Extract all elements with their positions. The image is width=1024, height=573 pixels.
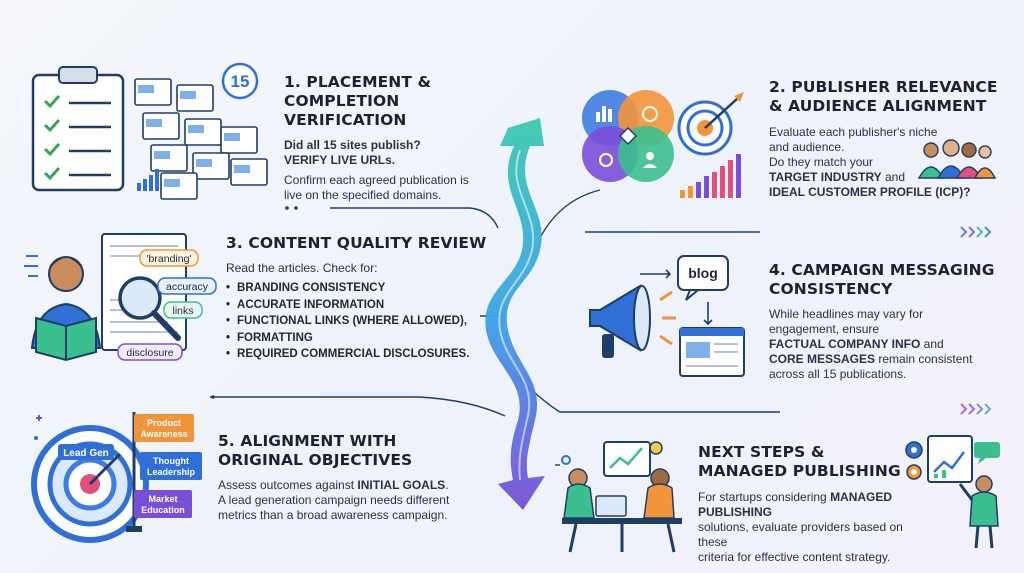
section-publisher: 2. PUBLISHER RELEVANCE & AUDIENCE ALIGNM… — [769, 78, 1019, 200]
checklist-item: BRANDING CONSISTENCY — [226, 280, 496, 297]
section-2-body-line2: and audience. — [769, 140, 845, 154]
section-4-title-line1: 4. CAMPAIGN MESSAGING — [769, 261, 995, 279]
section-2-body-line3: Do they match your — [769, 155, 874, 169]
flag-lead-gen: Lead Gen — [63, 448, 109, 459]
section-4-title-line2: CONSISTENCY — [769, 280, 893, 298]
target-flags-icon: Lead Gen Product Awareness Thought Leade… — [31, 412, 202, 543]
section-2-target-industry: TARGET INDUSTRY — [769, 170, 882, 184]
section-2-title-line1: 2. PUBLISHER RELEVANCE — [769, 78, 998, 96]
flag-product-1: Product — [147, 418, 181, 428]
flag-product-2: Awareness — [140, 429, 187, 439]
tag-links: links — [172, 305, 193, 317]
count-badge: 15 — [231, 72, 250, 91]
section-4-and: and — [920, 337, 944, 351]
section-4-body-line3: across all 15 publications. — [769, 367, 907, 381]
section-alignment: 5. ALIGNMENT WITH ORIGINAL OBJECTIVES As… — [218, 432, 488, 523]
megaphone-blog-icon: blog — [589, 255, 745, 377]
section-5-body-a: Assess outcomes against — [218, 478, 358, 492]
clipboard-icon: 15 — [31, 62, 268, 200]
section-5-initial-goals: INITIAL GOALS — [357, 478, 446, 492]
section-6-title-line1: NEXT STEPS & — [698, 443, 825, 461]
section-6-managed-publishing: MANAGED PUBLISHING — [698, 490, 893, 519]
quality-checklist: BRANDING CONSISTENCY ACCURATE INFORMATIO… — [226, 280, 496, 363]
section-4-core-messages: CORE MESSAGES — [769, 352, 876, 366]
flag-thought-1: Thought — [153, 456, 189, 466]
section-content-quality: 3. CONTENT QUALITY REVIEW Read the artic… — [226, 234, 496, 363]
section-5-body-c: . — [445, 478, 449, 492]
section-1-title-line1: 1. PLACEMENT & — [284, 73, 432, 91]
section-4-body-line2: engagement, ensure — [769, 322, 880, 336]
section-next-steps: NEXT STEPS & MANAGED PUBLISHING For star… — [698, 443, 928, 565]
section-5-body-line3: metrics than a broad awareness campaign. — [218, 508, 448, 522]
section-2-title-line2: & AUDIENCE ALIGNMENT — [769, 97, 987, 115]
checklist-item: FORMATTING — [226, 330, 496, 347]
section-1-verify: VERIFY LIVE URLs. — [284, 153, 396, 167]
blog-label: blog — [688, 265, 718, 281]
section-2-body-line1: Evaluate each publisher's niche — [769, 125, 938, 139]
presenter-gears-icon — [905, 435, 1000, 549]
venn-target-icon — [582, 90, 744, 198]
section-placement: 1. PLACEMENT & COMPLETION VERIFICATION D… — [284, 73, 524, 203]
section-1-question: Did all 15 sites publish? — [284, 138, 421, 152]
flag-market-2: Education — [141, 505, 185, 515]
connector-dots — [211, 206, 298, 399]
audience-people-icon — [917, 139, 997, 179]
tag-accuracy: accuracy — [166, 281, 209, 293]
section-4-factual-info: FACTUAL COMPANY INFO — [769, 337, 921, 351]
section-1-body-line1: Confirm each agreed publication is — [284, 173, 469, 187]
section-1-body-line2: live on the specified domains. — [284, 188, 442, 202]
section-2-and: and — [881, 170, 906, 184]
checklist-item: REQUIRED COMMERCIAL DISCLOSURES. — [226, 346, 496, 363]
section-4-tail: remain consistent — [875, 352, 973, 366]
team-desk-icon — [561, 441, 682, 553]
checklist-item: FUNCTIONAL LINKS (WHERE ALLOWED), — [226, 313, 496, 330]
tag-disclosure: disclosure — [126, 347, 173, 359]
section-1-title-line2: COMPLETION VERIFICATION — [284, 92, 407, 129]
section-3-title: 3. CONTENT QUALITY REVIEW — [226, 234, 487, 252]
flag-thought-2: Leadership — [147, 467, 196, 477]
section-6-body-a: For startups considering — [698, 490, 831, 504]
section-5-body-line2: A lead generation campaign needs differe… — [218, 493, 450, 507]
section-6-title-line2: MANAGED PUBLISHING — [698, 462, 901, 480]
checklist-item: ACCURATE INFORMATION — [226, 297, 496, 314]
section-6-body-line2: solutions, evaluate providers based on t… — [698, 520, 903, 549]
section-5-title-line2: ORIGINAL OBJECTIVES — [218, 451, 413, 469]
tag-branding: 'branding' — [147, 253, 192, 265]
section-messaging: 4. CAMPAIGN MESSAGING CONSISTENCY While … — [769, 261, 1019, 382]
flag-market-1: Market — [148, 494, 177, 504]
section-3-intro: Read the articles. Check for: — [226, 261, 378, 275]
chevron-markers — [960, 226, 992, 415]
section-4-body-line1: While headlines may vary for — [769, 307, 924, 321]
section-2-icp: IDEAL CUSTOMER PROFILE (ICP)? — [769, 185, 971, 199]
reader-magnifier-icon: 'branding' accuracy links disclosure — [24, 233, 217, 362]
section-6-body-line3: criteria for effective content strategy. — [698, 550, 891, 564]
section-5-title-line1: 5. ALIGNMENT WITH — [218, 432, 397, 450]
